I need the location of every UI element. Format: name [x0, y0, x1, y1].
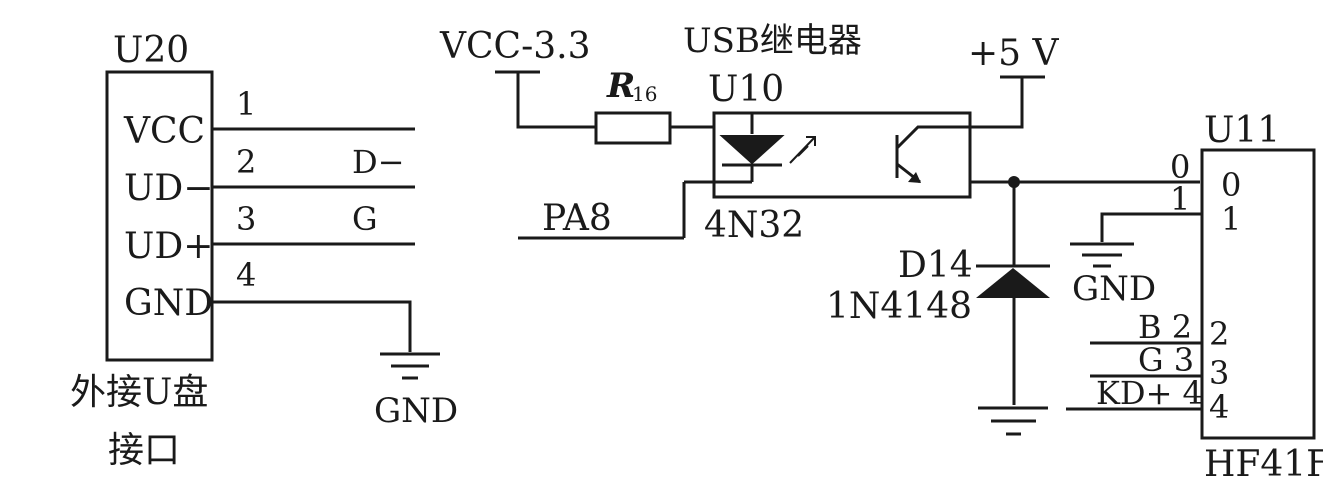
diode-ground-symbol — [978, 406, 1048, 436]
u20-pin-number-1: 1 — [236, 85, 256, 123]
u11-part: HF41F — [1204, 444, 1323, 485]
u20-pin-vcc: VCC — [123, 111, 205, 152]
u11-pin-number-1: 1 — [1221, 200, 1241, 238]
light-arrows-icon — [789, 136, 816, 164]
optocoupler-section: VCC-3.3 USB继电器 R 16 U10 — [439, 21, 1200, 246]
diode-part: 1N4148 — [826, 286, 972, 327]
u20-signal-d-minus: D− — [352, 143, 404, 181]
resistor-letter: R — [606, 66, 635, 106]
u11-pin1-ground-wire — [1100, 212, 1202, 242]
u20-wire-4 — [212, 300, 412, 352]
usb-relay-title: USB继电器 — [683, 21, 862, 61]
supply-wire — [516, 72, 596, 129]
u11-wire-label-kd: KD+ 4 — [1096, 374, 1203, 412]
u20-ref: U20 — [113, 30, 189, 71]
u11-ref: U11 — [1204, 110, 1280, 151]
u20-pin-ud-plus: UD+ — [124, 226, 213, 267]
u10-ref: U10 — [708, 69, 784, 110]
u11-pin-number-3: 3 — [1209, 354, 1229, 392]
u20-connector: U20 VCC UD− UD+ GND 1 2 3 4 D− G GND 外接U… — [70, 30, 458, 471]
opto-phototransistor — [895, 125, 970, 184]
u20-ground-symbol — [380, 352, 440, 380]
plus5v-label: +5 V — [968, 33, 1060, 74]
u11-relay: U11 0 1 2 3 4 0 1 GND B 2 G 3 KD+ 4 HF41… — [1066, 110, 1323, 485]
u20-body — [105, 70, 214, 362]
resistor-r16 — [594, 111, 672, 145]
u11-gnd-label: GND — [1072, 269, 1156, 309]
u20-pin-number-3: 3 — [236, 200, 256, 238]
u11-pin-number-4: 4 — [1209, 388, 1229, 426]
u11-wire-label-1: 1 — [1170, 180, 1190, 218]
resistor-subscript: 16 — [632, 82, 657, 106]
u20-gnd-label: GND — [374, 391, 458, 431]
u20-pin-ud-minus: UD− — [124, 168, 213, 209]
supply-vcc-3v3-label: VCC-3.3 — [439, 26, 591, 67]
plus5v-wire — [970, 77, 1024, 129]
opto-led — [684, 113, 785, 184]
u20-signal-g: G — [352, 200, 378, 238]
diode-ref: D14 — [898, 245, 973, 286]
u20-pin-number-2: 2 — [236, 143, 256, 181]
u11-ground-symbol — [1070, 242, 1134, 268]
u20-caption-line1: 外接U盘 — [70, 372, 208, 413]
u10-part: 4N32 — [704, 205, 804, 246]
u11-wire-label-g: G 3 — [1138, 341, 1194, 379]
u11-pin-number-2: 2 — [1209, 315, 1229, 353]
u11-wire-label-b: B 2 — [1138, 308, 1192, 346]
u20-caption-line2: 接口 — [108, 430, 180, 471]
pa8-label: PA8 — [542, 198, 612, 239]
u20-pin-gnd: GND — [124, 283, 213, 324]
u11-pin-number-0: 0 — [1221, 166, 1241, 204]
diode-d14: D14 1N4148 — [826, 182, 1050, 436]
u11-body — [1200, 148, 1316, 440]
u20-pin-number-4: 4 — [236, 256, 256, 294]
u11-wire-label-0: 0 — [1170, 148, 1190, 186]
